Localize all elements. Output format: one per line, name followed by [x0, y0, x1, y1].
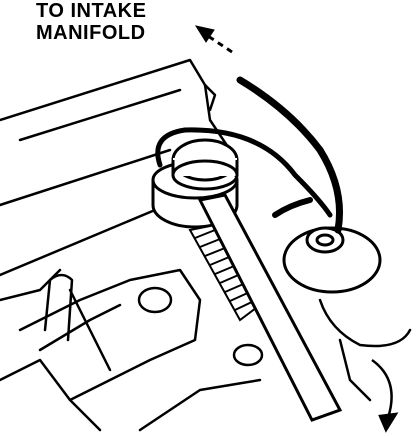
stud-body [68, 288, 112, 372]
solenoid-valve [282, 226, 382, 294]
right-base-2 [338, 338, 372, 402]
callout-label: TO INTAKE MANIFOLD [36, 0, 206, 44]
right-base [318, 298, 412, 348]
lower-flange [0, 358, 102, 432]
manifold-inner-line [18, 88, 182, 142]
bracket-edge [38, 303, 122, 352]
manifold-side [203, 83, 217, 112]
stud-loop [43, 273, 74, 342]
vacuum-hose [155, 76, 344, 234]
arrow-up-left-icon [194, 25, 233, 54]
vacuum-actuator [151, 138, 239, 229]
bolt-washer [137, 286, 173, 314]
metal-tube [197, 193, 343, 422]
callout-line-2: MANIFOLD [36, 22, 146, 44]
bracket-outline [18, 268, 202, 402]
manifold-bottom [0, 268, 62, 302]
bolt-head [232, 343, 264, 367]
callout-line-1: TO INTAKE [36, 0, 147, 22]
manifold-lower-rail [0, 208, 157, 277]
arrow-curved-down-icon [371, 358, 399, 433]
lower-rail [138, 378, 262, 432]
manifold-upper-rail [0, 148, 172, 207]
